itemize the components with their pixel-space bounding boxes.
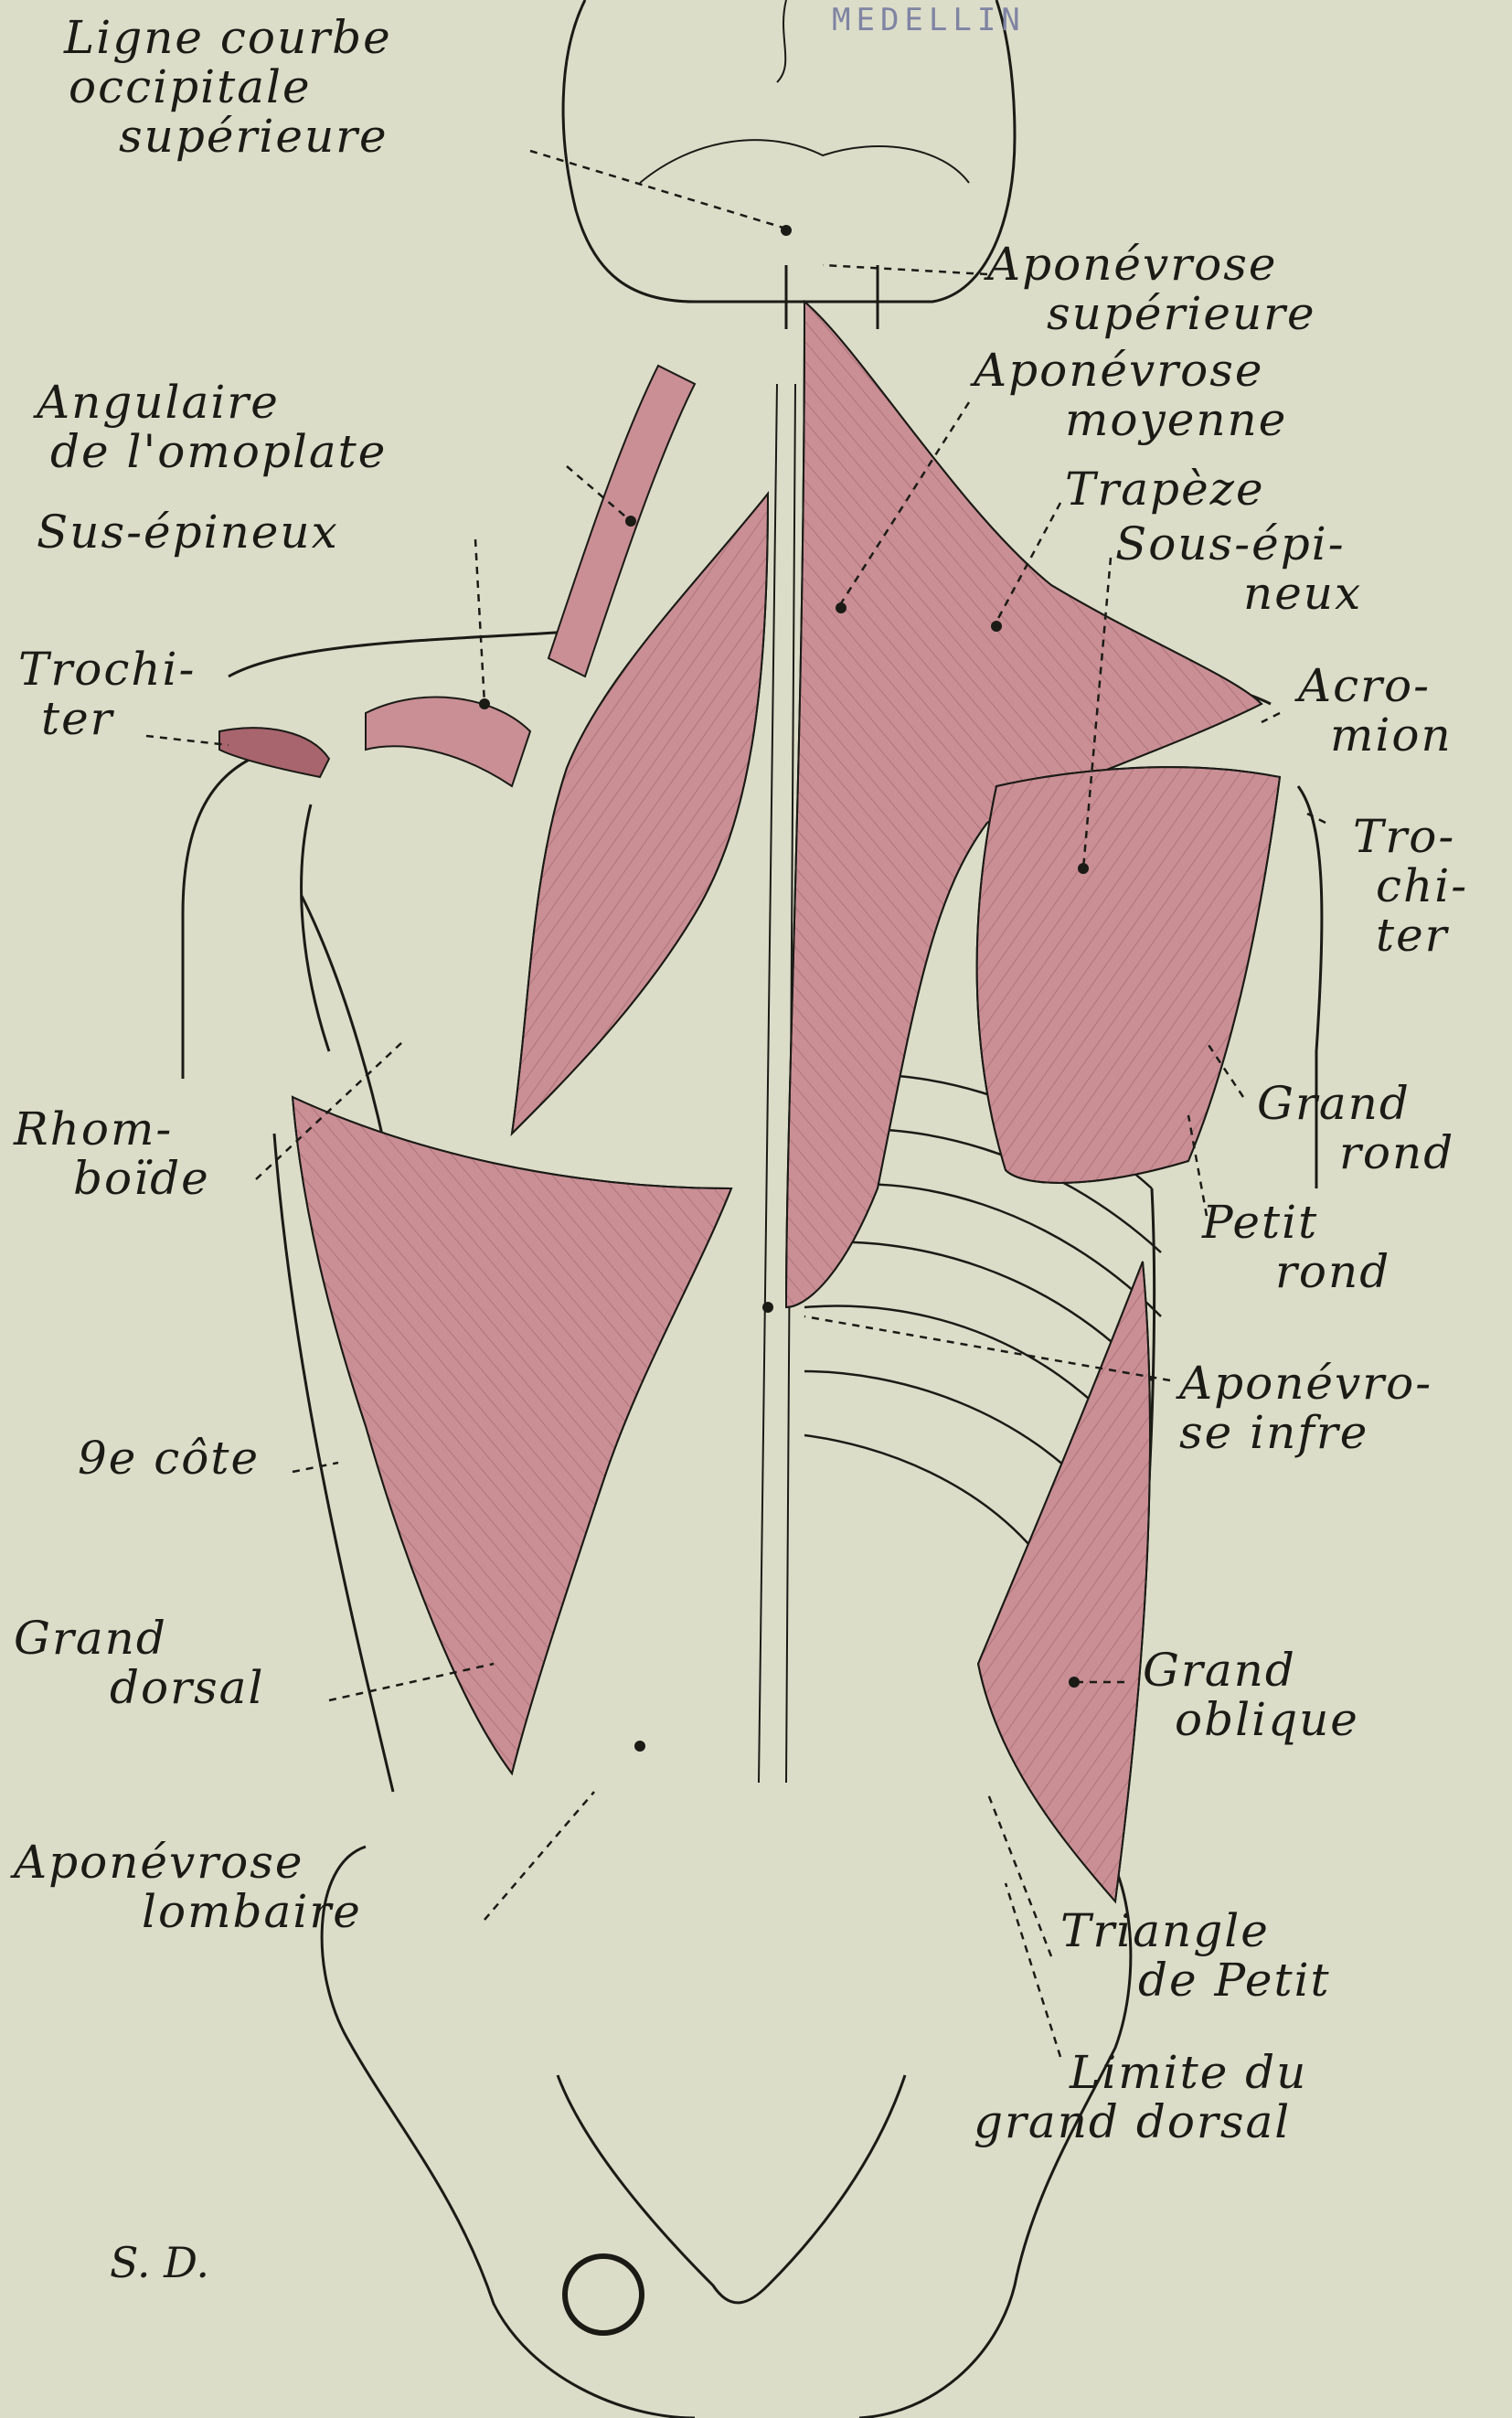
label-grand-dorsal: Grand dorsal xyxy=(14,1614,264,1712)
label-acromion: Acro- mion xyxy=(1298,661,1453,760)
left-humerus xyxy=(183,750,329,1079)
label-grand-oblique: Grand oblique xyxy=(1143,1646,1359,1744)
skull-suture-mid xyxy=(777,0,786,82)
left-clavicle xyxy=(229,631,585,676)
label-rhomboide: Rhom- boïde xyxy=(14,1104,210,1203)
label-trochiter-left: Trochi- ter xyxy=(18,644,196,743)
label-petit-rond: Petit rond xyxy=(1202,1198,1390,1296)
library-stamp: MEDELLIN xyxy=(832,2,1026,38)
latissimus-dorsi-left-fibers xyxy=(293,1097,731,1774)
label-9e-cote: 9e côte xyxy=(78,1433,260,1483)
skull-suture xyxy=(640,140,969,183)
obturator-foramen xyxy=(565,2256,642,2333)
supraspinatus xyxy=(366,698,530,786)
label-grand-rond: Grand rond xyxy=(1257,1079,1454,1177)
infraspinatus-right-fibers xyxy=(977,767,1280,1183)
label-ligne-courbe: Ligne courbe occipitale supérieure xyxy=(64,13,392,161)
external-oblique-right-fibers xyxy=(978,1262,1150,1901)
rhomboid-left-fibers xyxy=(512,494,768,1134)
label-limite-grand-dorsal: Limite du grand dorsal xyxy=(974,2048,1307,2146)
label-aponevrose-superieure: Aponévrose supérieure xyxy=(987,240,1316,338)
skull xyxy=(563,0,1015,302)
label-sous-epineux: Sous-épi- neux xyxy=(1115,519,1362,618)
label-trapeze: Trapèze xyxy=(1065,464,1265,514)
label-angulaire: Angulaire de l'omoplate xyxy=(37,378,387,476)
label-trochiter-right: Tro- chi- ter xyxy=(1353,812,1468,960)
label-aponevrose-infre: Aponévro- se infre xyxy=(1179,1358,1432,1457)
label-aponevrose-moyenne: Aponévrose moyenne xyxy=(974,346,1287,444)
artist-signature: S. D. xyxy=(110,2238,209,2287)
label-aponevrose-lombaire: Aponévrose lombaire xyxy=(14,1837,362,1936)
neck xyxy=(786,265,878,329)
sacrum xyxy=(558,2075,905,2303)
label-sus-epineux: Sus-épineux xyxy=(37,507,339,557)
label-triangle-de-petit: Triangle de Petit xyxy=(1060,1906,1331,2005)
